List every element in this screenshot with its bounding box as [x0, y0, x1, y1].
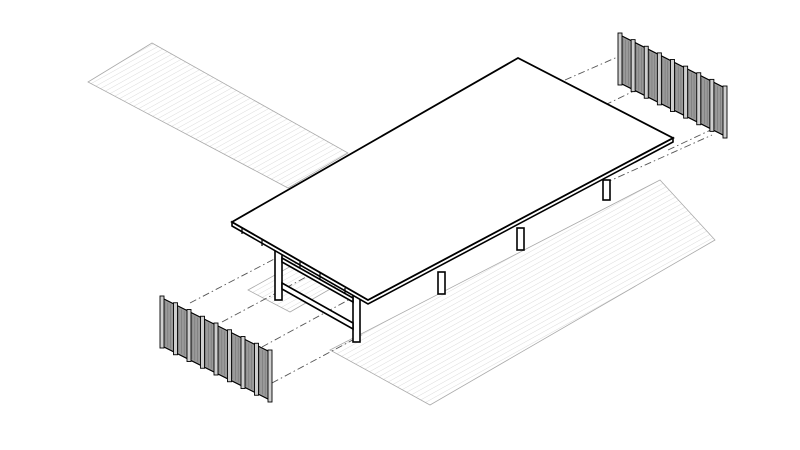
panel-left-slat [200, 315, 205, 369]
panel-left-slat [186, 309, 192, 362]
guide-lines [189, 54, 716, 384]
guide-line [189, 254, 283, 304]
panel-right-slat [643, 45, 649, 99]
panel-left-slat [254, 342, 259, 396]
guide-line [271, 334, 363, 384]
floor-plane-front [329, 179, 716, 406]
panel-right-slat [617, 32, 623, 86]
guide-line [261, 297, 353, 348]
guide-line [604, 134, 713, 184]
panel-left-slat [267, 349, 273, 403]
panel-left-slat [213, 322, 219, 376]
panel-right-slat [683, 65, 689, 119]
table-top-surface [230, 56, 675, 302]
panel-right-slat [709, 78, 715, 132]
panel-left-slat [159, 295, 165, 349]
table-top [230, 56, 675, 305]
panel-right-slat [722, 85, 728, 139]
panel-left-slat [173, 302, 178, 356]
panel-left [159, 295, 273, 403]
panel-right [617, 32, 728, 139]
panel-right-slat [656, 52, 662, 106]
guide-line [667, 127, 716, 151]
leg-mid-back [516, 227, 525, 251]
trestle-rail-upper [281, 256, 354, 304]
panel-right-slat [630, 39, 636, 93]
panel-left-slat [227, 329, 232, 383]
panel-right-slat [670, 59, 675, 112]
guide-line [221, 275, 309, 323]
table-frame [274, 179, 611, 343]
leg-left-back [274, 247, 283, 301]
trestle-rail [281, 281, 354, 331]
panel-right-slat [696, 72, 702, 126]
leg-right-back [602, 179, 611, 201]
guide-line [564, 54, 623, 81]
leg-mid-front [437, 271, 446, 295]
floor-plane-back [87, 42, 349, 189]
panel-left-slat [240, 336, 246, 389]
